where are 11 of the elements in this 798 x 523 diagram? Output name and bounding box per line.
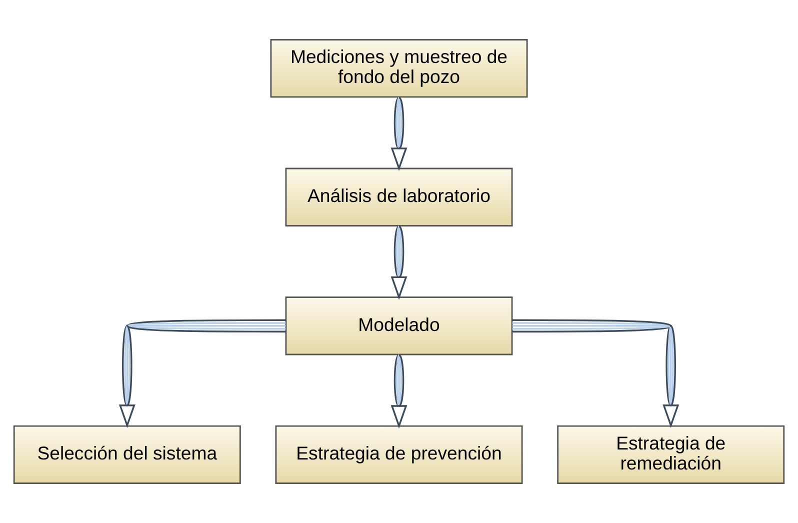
- node-box: Modelado: [285, 296, 513, 356]
- node-box: Análisis de laboratorio: [285, 168, 513, 226]
- arrow: [390, 354, 408, 429]
- node-box: Estrategia de prevención: [275, 425, 523, 484]
- arrow: [512, 319, 680, 428]
- node-box: Mediciones y muestreo de fondo del pozo: [270, 39, 528, 98]
- arrow: [118, 319, 286, 428]
- arrow: [390, 226, 408, 300]
- arrow: [390, 96, 408, 172]
- node-box: Selección del sistema: [13, 425, 241, 484]
- node-box: Estrategia de remediación: [557, 425, 785, 484]
